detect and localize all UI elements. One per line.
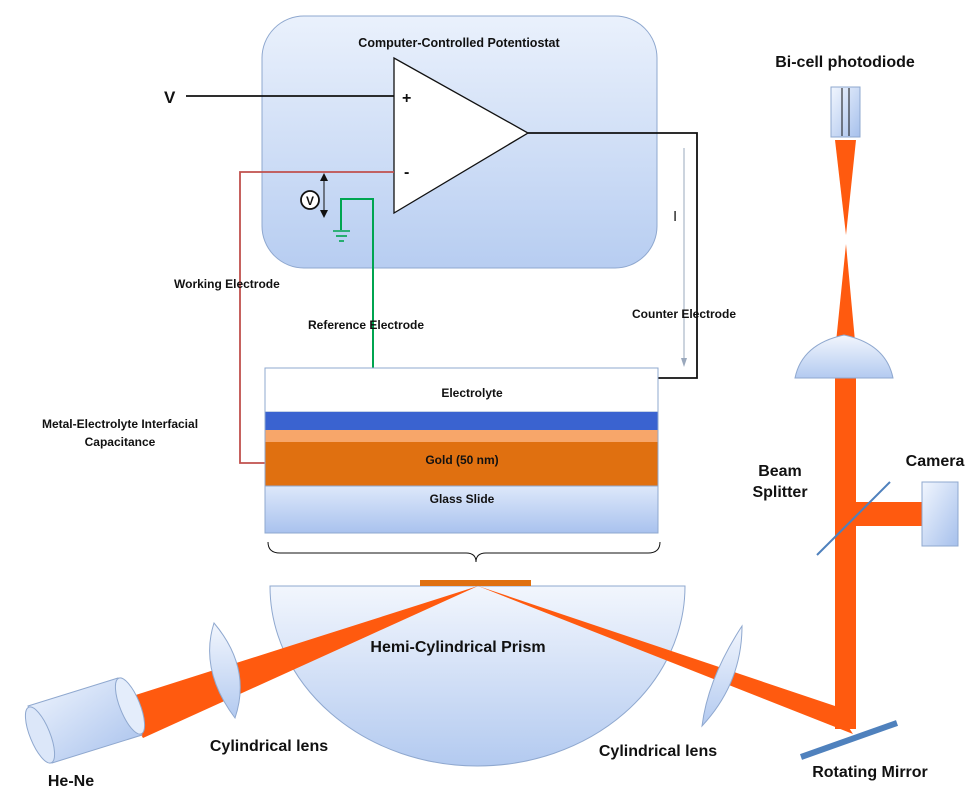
cylindrical-lens-left-label: Cylindrical lens [210,738,328,755]
electrolyte-label: Electrolyte [441,386,503,400]
reference-electrode-wire [340,198,374,399]
gold-label: Gold (50 nm) [425,453,498,467]
blue-film-layer [265,412,658,430]
bi-cell-photodiode-icon [830,86,861,138]
ground-icon [333,230,350,242]
current-arrow-head [681,358,687,367]
prism-label: Hemi-Cylindrical Prism [370,639,545,656]
reference-electrode-label: Reference Electrode [308,318,424,332]
op-amp-minus: - [404,164,409,181]
cell-outline [264,367,659,534]
capacitance-label-line2: Capacitance [85,435,156,449]
current-label: I [673,208,677,225]
he-ne-laser-icon [24,677,146,764]
rotating-mirror-label: Rotating Mirror [812,764,928,781]
zoom-brace [267,541,661,563]
voltmeter-label: V [306,194,314,208]
hemi-cylindrical-prism [269,585,686,767]
focusing-lens [794,334,894,379]
voltmeter-arrow-head-bottom [320,210,328,218]
counter-electrode-label: Counter Electrode [632,307,736,321]
glass-slide-label: Glass Slide [430,492,495,506]
camera-label: Camera [906,453,965,470]
voltmeter-arrow-head-top [320,173,328,181]
cylindrical-lens-left [209,621,241,720]
capacitance-label-line1: Metal-Electrolyte Interfacial [42,417,198,431]
cylindrical-lens-right-label: Cylindrical lens [599,743,717,760]
photodiode-label: Bi-cell photodiode [775,54,915,71]
input-voltage-label: V [164,88,176,107]
gold-layer [265,442,658,486]
working-electrode-label: Working Electrode [174,277,280,291]
he-ne-laser-label: He-Ne [48,773,94,790]
beam-splitter-label-line2: Splitter [752,484,807,501]
potentiostat-label: Computer-Controlled Potentiostat [358,36,560,50]
camera-icon [921,481,959,547]
gold-light-layer [265,430,658,442]
voltmeter-icon [300,190,320,210]
beam-splitter-label-line1: Beam [758,463,802,480]
sample-chip [420,580,531,586]
beam-splitter [816,481,891,556]
op-amp-plus: + [402,90,411,107]
op-amp-symbol [393,56,530,215]
rotating-mirror [799,720,899,760]
cylindrical-lens-right [701,624,743,728]
working-electrode-wire [239,171,394,464]
